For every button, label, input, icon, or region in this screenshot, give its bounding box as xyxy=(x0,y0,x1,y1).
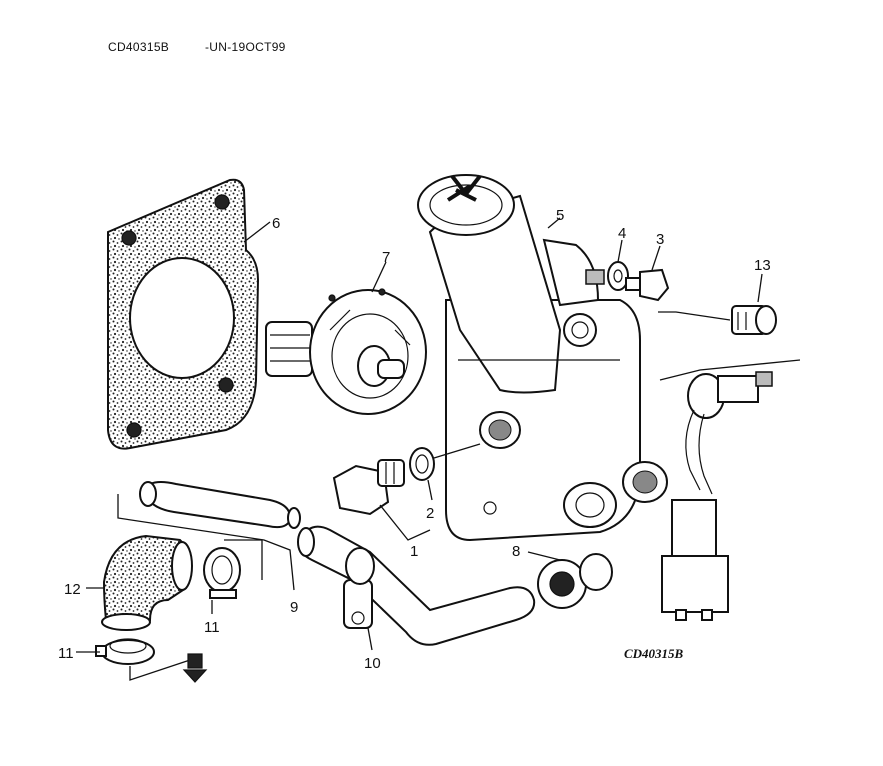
callout-8: 8 xyxy=(512,543,520,560)
callout-2: 2 xyxy=(426,505,434,522)
drawing-date-header: -UN-19OCT99 xyxy=(205,40,286,54)
leader-10 xyxy=(367,627,373,651)
leader-8 xyxy=(527,551,561,561)
bolt-part xyxy=(625,268,670,302)
leader-sensor xyxy=(659,359,801,381)
gasket-part xyxy=(107,178,260,450)
leader-2-ext xyxy=(433,443,481,459)
leader-5 xyxy=(547,217,561,229)
callout-1: 1 xyxy=(410,543,418,560)
leader-11-lower-bracket xyxy=(129,659,191,681)
callout-13: 13 xyxy=(754,257,771,274)
thermostat-part xyxy=(265,288,427,415)
callout-9: 9 xyxy=(290,599,298,616)
hose-part xyxy=(139,481,301,529)
direction-arrow-icon xyxy=(182,653,208,683)
sealing-ring-part xyxy=(409,447,435,481)
leader-6 xyxy=(243,221,271,243)
temperature-sensor-part xyxy=(661,371,773,621)
callout-6: 6 xyxy=(272,215,280,232)
callout-4: 4 xyxy=(618,225,626,242)
leader-2 xyxy=(427,479,433,501)
drawing-code-stamp: CD40315B xyxy=(624,646,684,661)
leader-13 xyxy=(757,273,763,303)
clamp-part-lower xyxy=(95,638,155,665)
callout-11-upper: 11 xyxy=(204,619,220,636)
leader-11-bracket xyxy=(224,539,263,580)
elbow-part xyxy=(101,534,193,631)
callout-10: 10 xyxy=(364,655,381,672)
callout-5: 5 xyxy=(556,207,564,224)
connector-part xyxy=(537,553,613,609)
washer-part xyxy=(585,261,629,291)
clamp-part-upper xyxy=(203,547,241,599)
callout-11-lower: 11 xyxy=(58,645,74,662)
leader-7 xyxy=(371,261,387,293)
callout-7: 7 xyxy=(382,249,390,266)
leader-4 xyxy=(617,239,623,263)
pipe-part xyxy=(297,525,536,646)
drawing-code-header: CD40315B xyxy=(108,40,170,54)
leader-13-bracket xyxy=(658,311,731,321)
callout-12: 12 xyxy=(64,581,81,598)
leader-1 xyxy=(379,504,431,541)
callout-3: 3 xyxy=(656,231,664,248)
drain-plug-part xyxy=(332,459,405,516)
leader-3 xyxy=(651,245,661,271)
thermostat-housing-part xyxy=(417,174,668,542)
leader-9 xyxy=(117,494,295,591)
plug-part xyxy=(731,305,777,335)
